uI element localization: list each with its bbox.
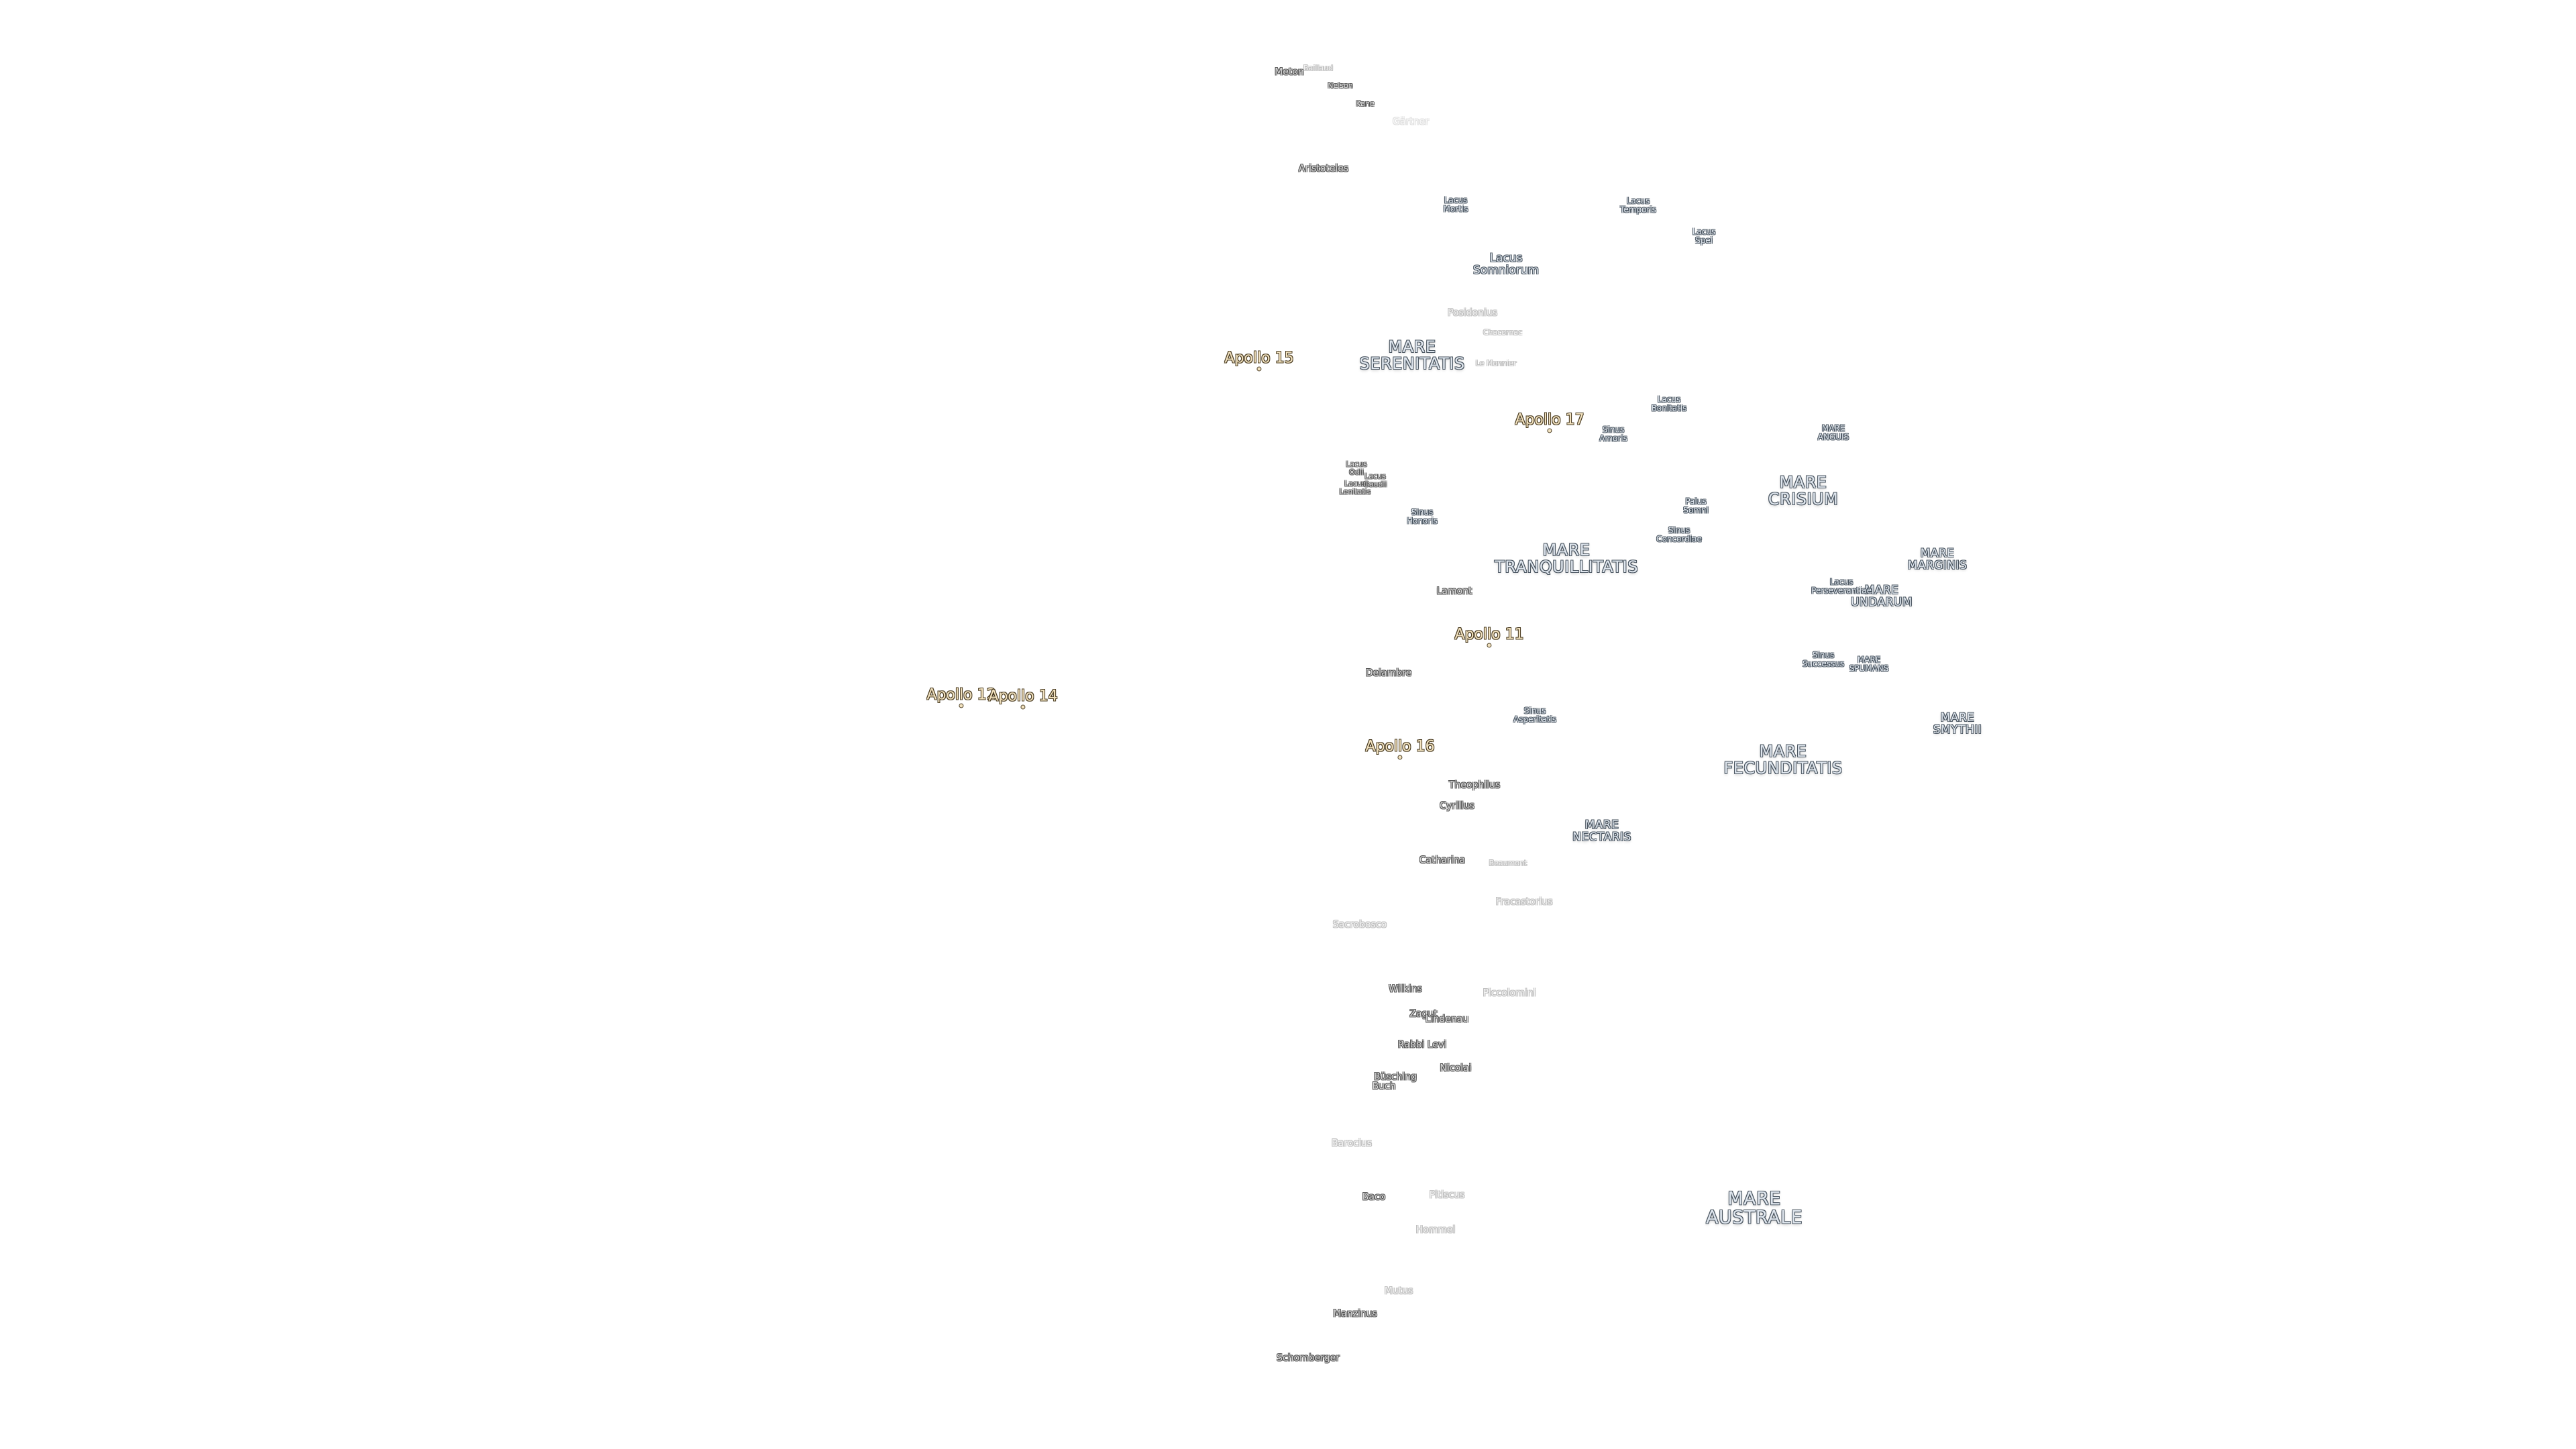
apollo-16-site[interactable]: Apollo 16 [1365, 739, 1435, 760]
crater-nicolai-label[interactable]: Nicolai [1440, 1063, 1472, 1074]
crater-barocius-label[interactable]: Barocius [1332, 1138, 1372, 1149]
crater-gartner-label[interactable]: Gärtner [1393, 116, 1429, 127]
crater-meton-label[interactable]: Meton [1275, 66, 1304, 78]
crater-manzinus-label[interactable]: Manzinus [1333, 1308, 1377, 1320]
crater-aristoteles-label[interactable]: Aristoteles [1298, 163, 1349, 174]
crater-busching-label[interactable]: Büsching [1374, 1071, 1417, 1083]
apollo-12-site[interactable]: Apollo 12 [926, 687, 996, 708]
crater-wilkins-label[interactable]: Wilkins [1389, 983, 1422, 995]
apollo-11-site[interactable]: Apollo 11 [1454, 627, 1524, 648]
crater-baillaud-label[interactable]: Baillaud [1303, 64, 1334, 73]
crater-posidonius-label[interactable]: Posidonius [1447, 307, 1498, 319]
crater-le-monnier-label[interactable]: Le Monnier [1475, 359, 1517, 368]
crater-catharina-label[interactable]: Catharina [1419, 855, 1466, 866]
landing-site-marker-icon [1397, 755, 1403, 760]
crater-nelson-label[interactable]: Nelson [1328, 81, 1353, 91]
crater-mutus-label[interactable]: Mutus [1384, 1285, 1413, 1297]
crater-lamont-label[interactable]: Lamont [1436, 586, 1472, 597]
crater-rabbi-levi-label[interactable]: Rabbi Levi [1397, 1039, 1447, 1051]
crater-theophilus-label[interactable]: Theophilus [1448, 780, 1501, 791]
crater-lindenau-label[interactable]: Lindenau [1425, 1014, 1469, 1025]
landing-site-marker-icon [1256, 366, 1262, 372]
landing-site-marker-icon [1547, 428, 1552, 433]
crater-hommel-label[interactable]: Hommel [1415, 1224, 1456, 1236]
crater-piccolomini-label[interactable]: Piccolomini [1483, 987, 1536, 999]
landing-site-marker-icon [1487, 643, 1492, 648]
crater-kane-label[interactable]: Kane [1356, 99, 1375, 109]
crater-chacornac-label[interactable]: Chacornac [1483, 328, 1523, 337]
apollo-15-site[interactable]: Apollo 15 [1224, 350, 1294, 372]
crater-beaumont-label[interactable]: Beaumont [1489, 859, 1527, 868]
apollo-14-site[interactable]: Apollo 14 [988, 688, 1058, 710]
crater-baco-label[interactable]: Baco [1362, 1191, 1386, 1203]
crater-zagut-label[interactable]: Zagut [1409, 1008, 1438, 1020]
landing-site-marker-icon [1020, 704, 1026, 710]
landing-site-marker-icon [959, 703, 964, 708]
crater-sacrobosco-label[interactable]: Sacrobosco [1332, 919, 1387, 930]
apollo-17-site[interactable]: Apollo 17 [1515, 412, 1585, 433]
crater-delambre-label[interactable]: Delambre [1365, 667, 1412, 679]
crater-buch-label[interactable]: Buch [1372, 1081, 1396, 1092]
crater-pitiscus-label[interactable]: Pitiscus [1429, 1189, 1465, 1201]
crater-schomberger-label[interactable]: Schomberger [1277, 1352, 1340, 1364]
crater-cyrillus-label[interactable]: Cyrillus [1440, 800, 1474, 812]
crater-fracastorius-label[interactable]: Fracastorius [1495, 896, 1553, 908]
